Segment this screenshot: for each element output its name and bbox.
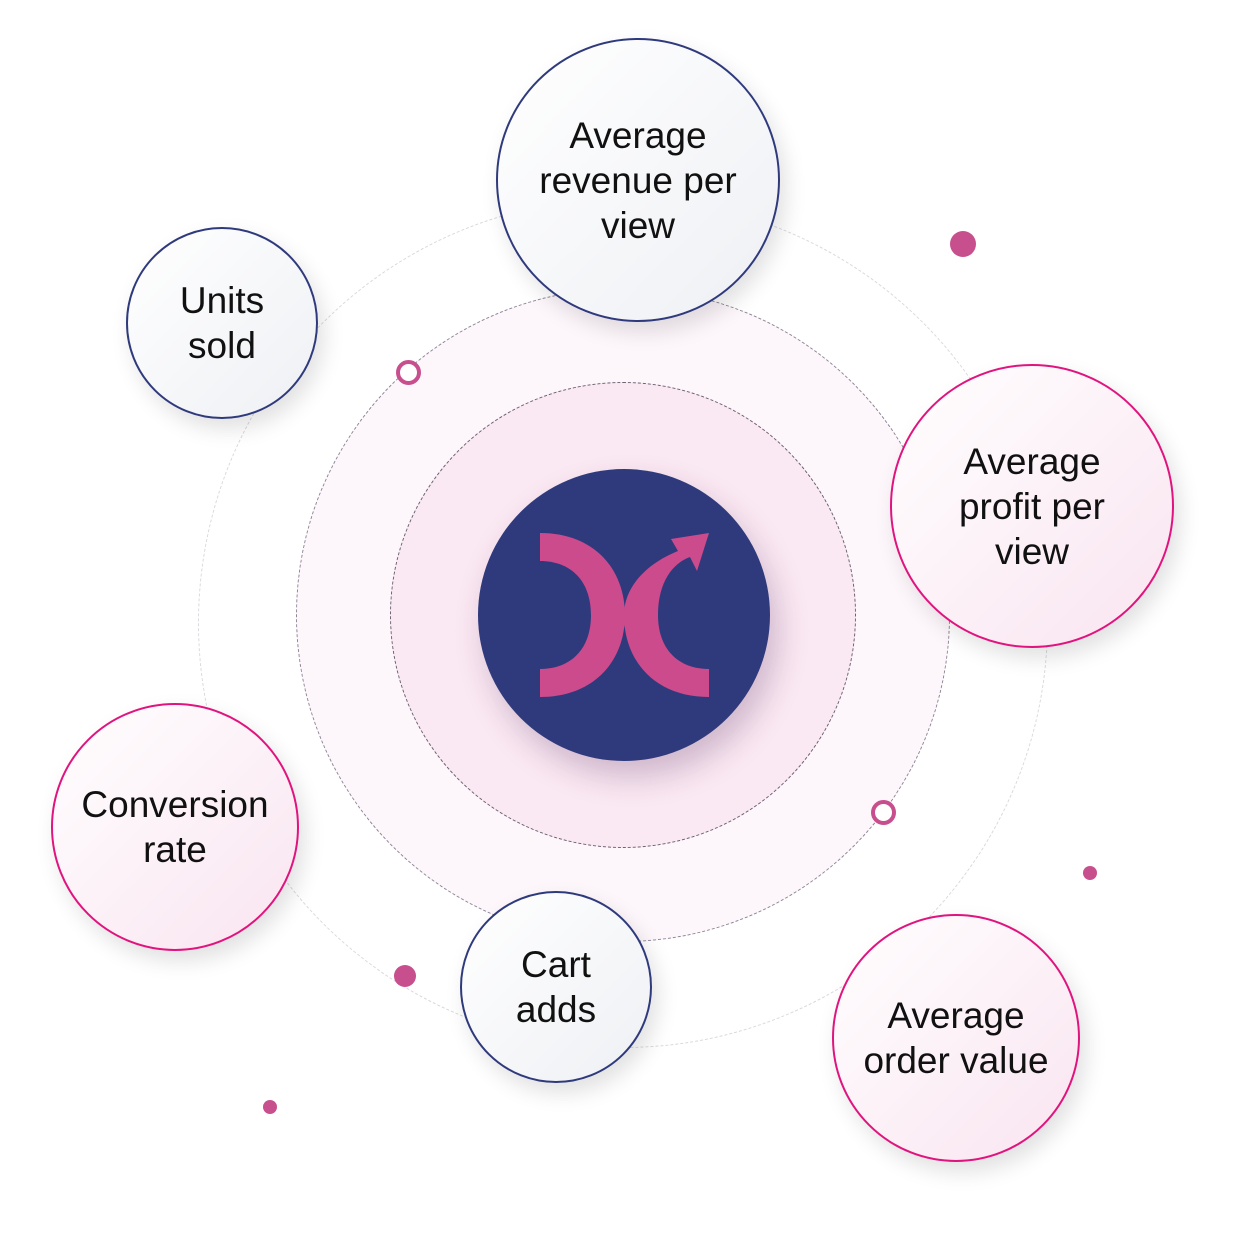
node-label: Average order value (863, 995, 1049, 1081)
center-hub (478, 469, 770, 761)
node-average-profit-per-view: Average profit per view (890, 364, 1174, 648)
node-average-revenue-per-view: Average revenue per view (496, 38, 780, 322)
node-label: Conversion rate (81, 784, 269, 870)
orbit-marker-dot (871, 800, 896, 825)
node-conversion-rate: Conversion rate (51, 703, 299, 951)
node-average-order-value: Average order value (832, 914, 1080, 1162)
decorative-dot (1083, 866, 1097, 880)
node-label: Average profit per view (958, 440, 1105, 572)
node-cart-adds: Cart adds (460, 891, 652, 1083)
decorative-dot (950, 231, 976, 257)
node-label: Units sold (179, 280, 265, 366)
decorative-dot (394, 965, 416, 987)
orbit-marker-dot (396, 360, 421, 385)
node-label: Average revenue per view (539, 114, 737, 246)
crossing-arrows-logo-icon (540, 533, 709, 697)
node-label: Cart adds (515, 944, 597, 1030)
decorative-dot (263, 1100, 277, 1114)
node-units-sold: Units sold (126, 227, 318, 419)
